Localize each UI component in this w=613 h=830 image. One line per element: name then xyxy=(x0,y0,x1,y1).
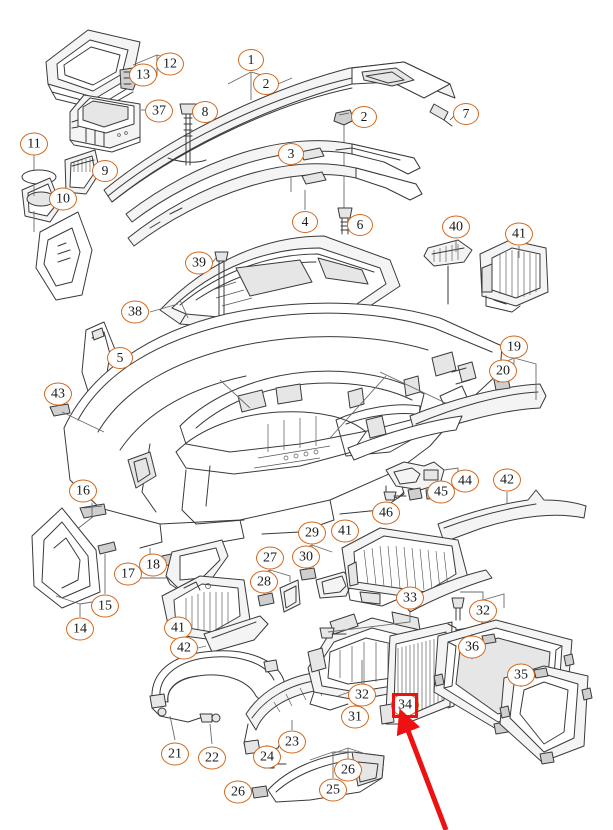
part-a-pillar-trim-left xyxy=(35,211,93,301)
part-10-speaker xyxy=(21,177,62,223)
callout-44[interactable]: 44 xyxy=(451,469,479,493)
part-12-trim-frame xyxy=(45,29,141,111)
callout-37[interactable]: 37 xyxy=(145,99,173,123)
callout-36[interactable]: 36 xyxy=(458,635,486,659)
part-37-head-unit xyxy=(69,94,141,153)
callout-26[interactable]: 26 xyxy=(334,758,362,782)
part-14-side-panel xyxy=(31,507,101,609)
part-38-defrost-grille xyxy=(159,235,401,331)
part-29-handle xyxy=(315,571,353,599)
leader-38 xyxy=(149,303,179,313)
callout-43[interactable]: 43 xyxy=(44,382,72,406)
part-42-decor-strip-right xyxy=(437,489,587,543)
callout-9[interactable]: 9 xyxy=(92,160,118,182)
callout-38[interactable]: 38 xyxy=(121,300,149,324)
callout-3[interactable]: 3 xyxy=(278,143,304,165)
leader-1-2 xyxy=(227,71,293,100)
part-30-clip xyxy=(299,567,317,581)
part-7-screw xyxy=(429,103,453,127)
part-4-decor-strip xyxy=(127,163,423,247)
part-15-clip xyxy=(97,541,117,555)
part-40-small-grille xyxy=(423,239,473,305)
callout-15[interactable]: 15 xyxy=(91,594,119,618)
callout-4[interactable]: 4 xyxy=(292,211,318,233)
callout-30[interactable]: 30 xyxy=(292,545,320,569)
callout-31[interactable]: 31 xyxy=(341,705,369,729)
callout-40[interactable]: 40 xyxy=(442,215,470,239)
callout-1[interactable]: 1 xyxy=(238,49,264,71)
callout-45[interactable]: 45 xyxy=(427,480,455,504)
part-35-display-bezel xyxy=(499,665,593,765)
part-9-side-vent xyxy=(64,149,101,195)
callout-42[interactable]: 42 xyxy=(493,468,521,492)
callout-2[interactable]: 2 xyxy=(351,106,377,128)
callout-27[interactable]: 27 xyxy=(256,546,284,570)
callout-41[interactable]: 41 xyxy=(331,519,359,543)
callout-10[interactable]: 10 xyxy=(49,187,77,211)
callout-22[interactable]: 22 xyxy=(198,746,226,770)
callout-34[interactable]: 34 xyxy=(391,693,419,717)
callout-5[interactable]: 5 xyxy=(107,347,133,369)
leader-dash-d xyxy=(179,299,189,319)
part-28-clip xyxy=(257,592,275,607)
callout-14[interactable]: 14 xyxy=(66,617,94,641)
callout-13[interactable]: 13 xyxy=(129,63,157,87)
callout-26[interactable]: 26 xyxy=(224,780,252,804)
callout-35[interactable]: 35 xyxy=(507,663,535,687)
callout-33[interactable]: 33 xyxy=(396,586,424,610)
part-42-trim-center xyxy=(401,569,493,613)
part-22-screw xyxy=(199,713,221,723)
leader-33 xyxy=(327,610,411,633)
callout-23[interactable]: 23 xyxy=(278,730,306,754)
callout-16[interactable]: 16 xyxy=(69,479,97,503)
callout-20[interactable]: 20 xyxy=(489,359,517,383)
leader-22 xyxy=(209,723,213,745)
callout-46[interactable]: 46 xyxy=(372,501,400,525)
callout-8[interactable]: 8 xyxy=(192,101,218,123)
leader-dash-b xyxy=(329,375,387,439)
callout-2[interactable]: 2 xyxy=(253,73,279,95)
callout-25[interactable]: 25 xyxy=(319,778,347,802)
callout-41[interactable]: 41 xyxy=(505,222,533,246)
leader-21 xyxy=(169,715,176,741)
part-26-clip-a xyxy=(251,785,269,799)
part-3-decor-strip xyxy=(125,140,421,223)
part-41-vent-right xyxy=(479,239,549,313)
callout-32[interactable]: 32 xyxy=(469,599,497,623)
callout-6[interactable]: 6 xyxy=(347,214,373,236)
callout-24[interactable]: 24 xyxy=(253,745,281,769)
part-27-bracket xyxy=(279,579,301,613)
callout-21[interactable]: 21 xyxy=(161,742,189,766)
callout-28[interactable]: 28 xyxy=(250,570,278,594)
part-33-screw xyxy=(319,627,347,639)
leader-26b xyxy=(331,747,367,760)
screw-seat-8 xyxy=(167,157,207,163)
callout-7[interactable]: 7 xyxy=(453,103,479,125)
callout-19[interactable]: 19 xyxy=(500,335,528,359)
callout-17[interactable]: 17 xyxy=(114,562,142,586)
callout-42[interactable]: 42 xyxy=(170,636,198,660)
leader-42l xyxy=(197,645,207,649)
callout-18[interactable]: 18 xyxy=(139,553,167,577)
part-16-clip xyxy=(79,503,107,519)
callout-32[interactable]: 32 xyxy=(348,683,376,707)
part-42-trim-left xyxy=(203,615,269,653)
part-2-clip-upper xyxy=(333,109,355,126)
callout-39[interactable]: 39 xyxy=(185,251,213,275)
part-41-vent-center xyxy=(341,527,469,607)
callout-29[interactable]: 29 xyxy=(298,521,326,545)
leader-16 xyxy=(75,503,95,531)
leader-dash-a xyxy=(379,371,453,407)
callout-12[interactable]: 12 xyxy=(156,52,184,76)
callout-11[interactable]: 11 xyxy=(20,132,48,156)
leader-dash-c xyxy=(219,379,251,409)
part-19-decor-trim-passenger xyxy=(347,383,547,461)
part-1-upper-decor-strip xyxy=(103,61,456,203)
leader-32b xyxy=(460,591,505,608)
part-46-screw xyxy=(383,491,407,501)
